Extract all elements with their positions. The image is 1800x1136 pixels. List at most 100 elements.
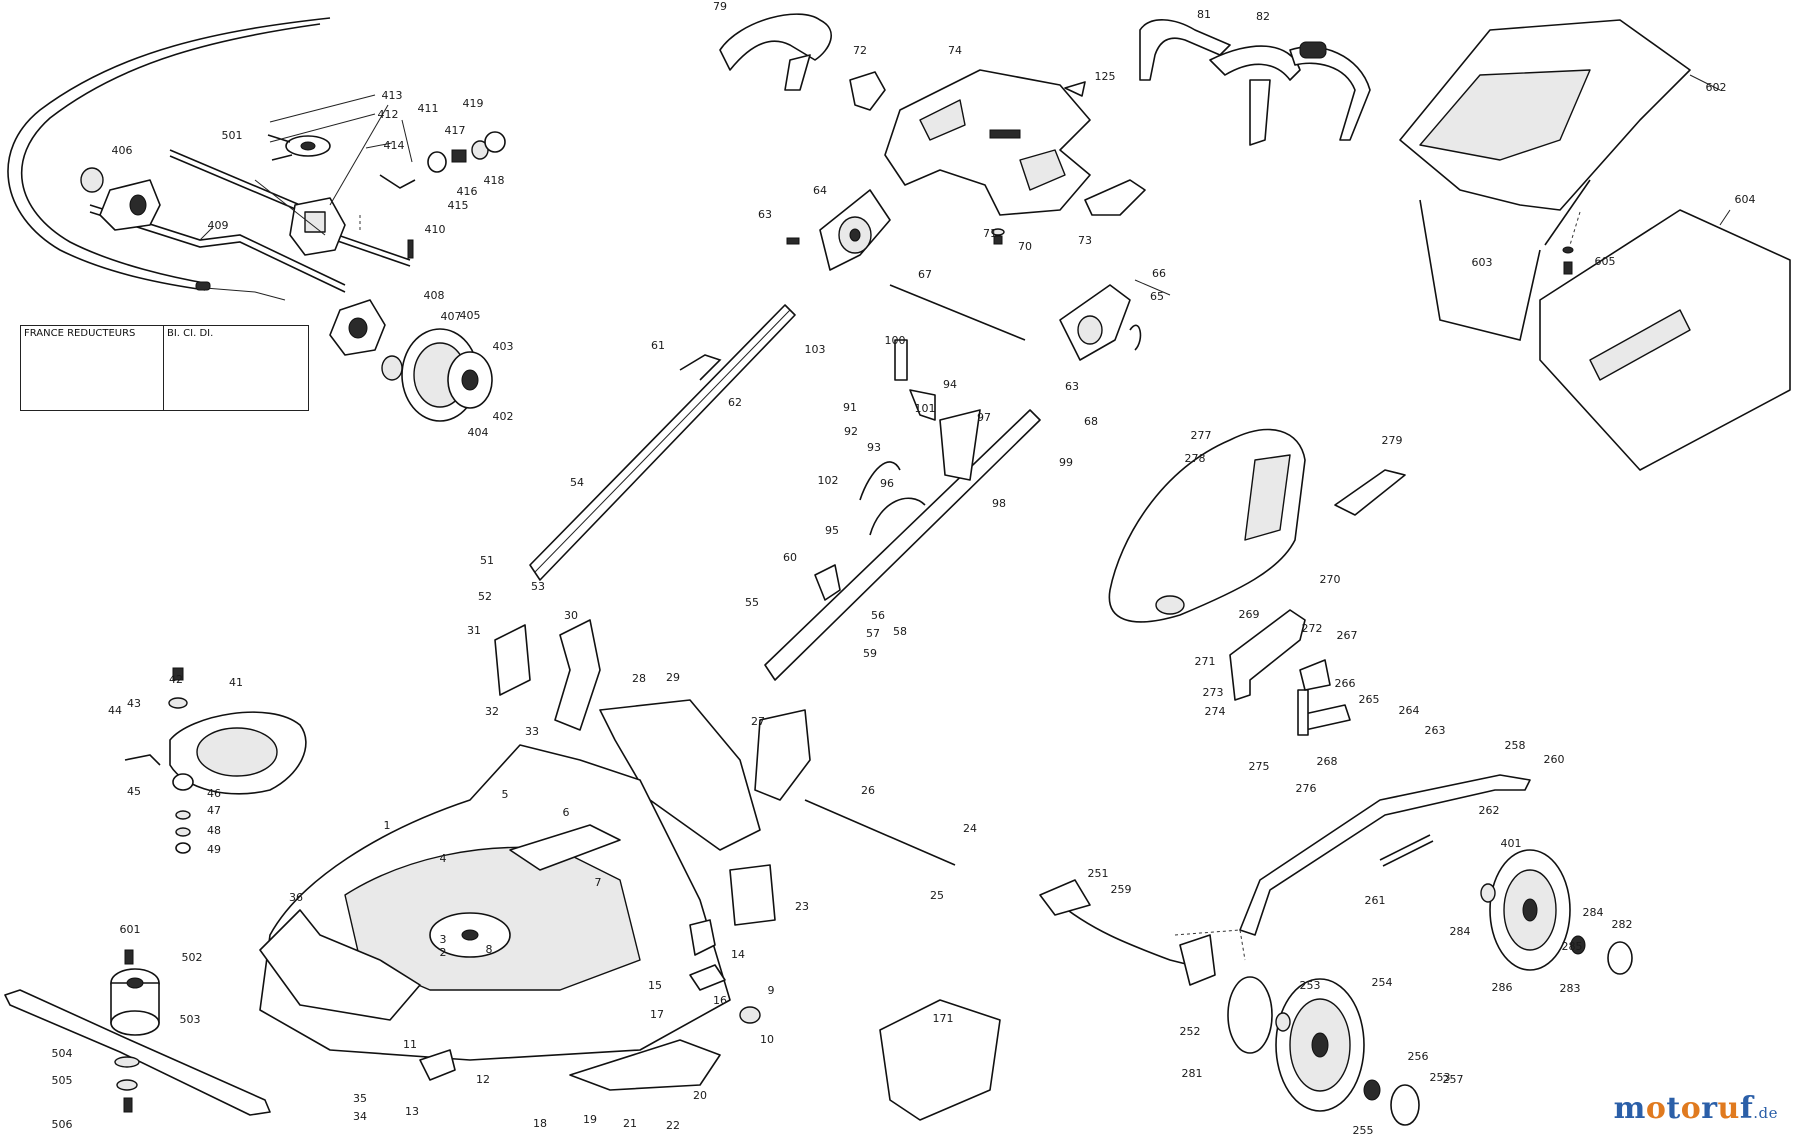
part-number-label: 30 — [564, 609, 578, 622]
part-number-label: 71 — [983, 227, 997, 240]
lever-64 — [786, 189, 891, 271]
part-number-label: 16 — [713, 994, 727, 1007]
part-number-label: 93 — [867, 441, 881, 454]
inset-bi-ci-di: BI. CI. DI. — [163, 325, 309, 411]
part-number-label: 7 — [594, 876, 602, 889]
part-number-label: 33 — [525, 725, 539, 738]
part-number-label: 8 — [485, 943, 493, 956]
part-number-label: 410 — [424, 223, 446, 236]
part-number-label: 256 — [1407, 1050, 1429, 1063]
inset-france-reducteurs: FRANCE REDUCTEURS — [20, 325, 166, 411]
part-number-label: 418 — [483, 174, 505, 187]
part-number-label: 412 — [377, 108, 399, 121]
rod-67 — [889, 284, 1026, 341]
part-number-label: 277 — [1190, 429, 1212, 442]
bracket-12 — [419, 1049, 456, 1081]
height-rod-258 — [1239, 774, 1531, 936]
part-number-label: 62 — [728, 396, 742, 409]
part-number-label: 255 — [1352, 1124, 1374, 1136]
rear-flap-171 — [879, 999, 1001, 1121]
part-number-label: 171 — [932, 1012, 954, 1025]
part-number-label: 416 — [456, 185, 478, 198]
part-number-label: 51 — [480, 554, 494, 567]
deflector-36 — [259, 909, 421, 1021]
part-number-label: 251 — [1087, 867, 1109, 880]
part-number-label: 283 — [1559, 982, 1581, 995]
part-number-label: 52 — [478, 590, 492, 603]
brand-letter: o — [1680, 1091, 1702, 1126]
part-number-label: 273 — [1202, 686, 1224, 699]
part-number-label: 24 — [963, 822, 977, 835]
part-number-label: 43 — [127, 697, 141, 710]
bracket-14-16 — [689, 919, 761, 1024]
part-number-label: 58 — [893, 625, 907, 638]
part-number-label: 92 — [844, 425, 858, 438]
part-number-label: 263 — [1424, 724, 1446, 737]
part-number-label: 65 — [1150, 290, 1164, 303]
front-wheel-285 — [1480, 849, 1633, 975]
part-number-label: 100 — [884, 334, 906, 347]
part-number-label: 270 — [1319, 573, 1341, 586]
part-number-label: 275 — [1248, 760, 1270, 773]
cover-72 — [849, 71, 886, 111]
part-number-label: 414 — [383, 139, 405, 152]
part-number-label: 23 — [795, 900, 809, 913]
part-number-label: 601 — [119, 923, 141, 936]
part-number-label: 49 — [207, 843, 221, 856]
mulch-plate-28 — [599, 699, 761, 851]
part-number-label: 411 — [417, 102, 439, 115]
bracket-30 — [554, 619, 601, 731]
part-number-label: 419 — [462, 97, 484, 110]
part-number-label: 29 — [666, 671, 680, 684]
part-number-label: 2 — [439, 946, 447, 959]
deck-housing-1 — [259, 744, 731, 1061]
part-number-label: 505 — [51, 1074, 73, 1087]
part-number-label: 61 — [651, 339, 665, 352]
handle-82 — [1209, 41, 1371, 146]
part-number-label: 272 — [1301, 622, 1323, 635]
brand-letter: f — [1739, 1091, 1754, 1126]
part-number-label: 97 — [977, 411, 991, 424]
part-number-label: 404 — [467, 426, 489, 439]
bolt-70-71 — [991, 228, 1005, 245]
part-number-label: 60 — [783, 551, 797, 564]
part-number-label: 21 — [623, 1117, 637, 1130]
engine-flange-41 — [169, 711, 307, 795]
cover-6 — [509, 824, 621, 871]
part-number-label: 271 — [1194, 655, 1216, 668]
part-number-label: 96 — [880, 477, 894, 490]
part-number-label: 66 — [1152, 267, 1166, 280]
part-number-label: 408 — [423, 289, 445, 302]
part-number-label: 82 — [1256, 10, 1270, 23]
wheel-bracket-407 — [329, 299, 386, 356]
part-number-label: 602 — [1705, 81, 1727, 94]
bracket-60 — [814, 564, 841, 601]
part-number-label: 98 — [992, 497, 1006, 510]
bag-top-601 — [1399, 19, 1691, 211]
part-number-label: 506 — [51, 1118, 73, 1131]
part-number-label: 257 — [1442, 1073, 1464, 1086]
part-number-label: 42 — [169, 673, 183, 686]
clip-125 — [1064, 81, 1086, 97]
part-number-label: 13 — [405, 1105, 419, 1118]
part-number-label: 94 — [943, 378, 957, 391]
part-number-label: 15 — [648, 979, 662, 992]
part-number-label: 45 — [127, 785, 141, 798]
part-number-label: 260 — [1543, 753, 1565, 766]
part-number-label: 501 — [221, 129, 243, 142]
part-number-label: 409 — [207, 219, 229, 232]
part-number-label: 262 — [1478, 804, 1500, 817]
part-number-label: 36 — [289, 891, 303, 904]
part-number-label: 25 — [930, 889, 944, 902]
part-number-label: 73 — [1078, 234, 1092, 247]
part-number-label: 70 — [1018, 240, 1032, 253]
part-number-label: 99 — [1059, 456, 1073, 469]
part-number-label: 265 — [1358, 693, 1380, 706]
part-number-label: 415 — [447, 199, 469, 212]
handle-bar-54 — [529, 304, 796, 581]
plate-278 — [1334, 469, 1406, 516]
bracket-31 — [494, 624, 531, 696]
rear-wheel-254 — [1275, 978, 1420, 1126]
bolts-42-49 — [124, 667, 194, 854]
